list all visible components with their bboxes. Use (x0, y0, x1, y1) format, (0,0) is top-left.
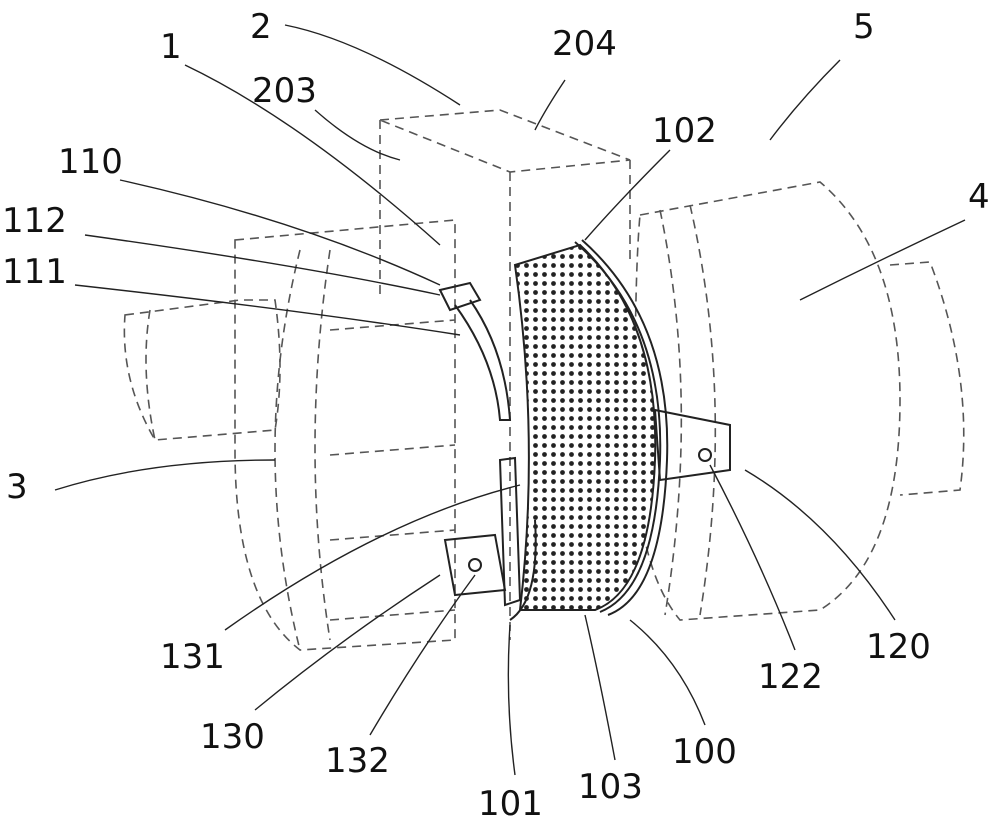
label-100: 100 (672, 732, 737, 772)
housing-4 (635, 182, 964, 620)
mesh-cone-100 (515, 240, 667, 615)
label-2: 2 (250, 7, 272, 47)
label-130: 130 (200, 717, 265, 757)
label-3: 3 (6, 467, 28, 507)
label-4: 4 (968, 177, 990, 217)
label-203: 203 (252, 71, 317, 111)
label-204: 204 (552, 24, 617, 64)
label-112: 112 (2, 201, 67, 241)
label-102: 102 (652, 111, 717, 151)
label-131: 131 (160, 637, 225, 677)
label-1: 1 (160, 27, 182, 67)
label-110: 110 (58, 142, 123, 182)
label-103: 103 (578, 767, 643, 807)
label-122: 122 (758, 657, 823, 697)
label-132: 132 (325, 741, 390, 781)
label-101: 101 (478, 784, 543, 824)
housing-3 (124, 220, 455, 650)
label-120: 120 (866, 627, 931, 667)
label-111: 111 (2, 252, 67, 292)
label-5: 5 (853, 7, 875, 47)
bracket-110 (440, 283, 510, 420)
